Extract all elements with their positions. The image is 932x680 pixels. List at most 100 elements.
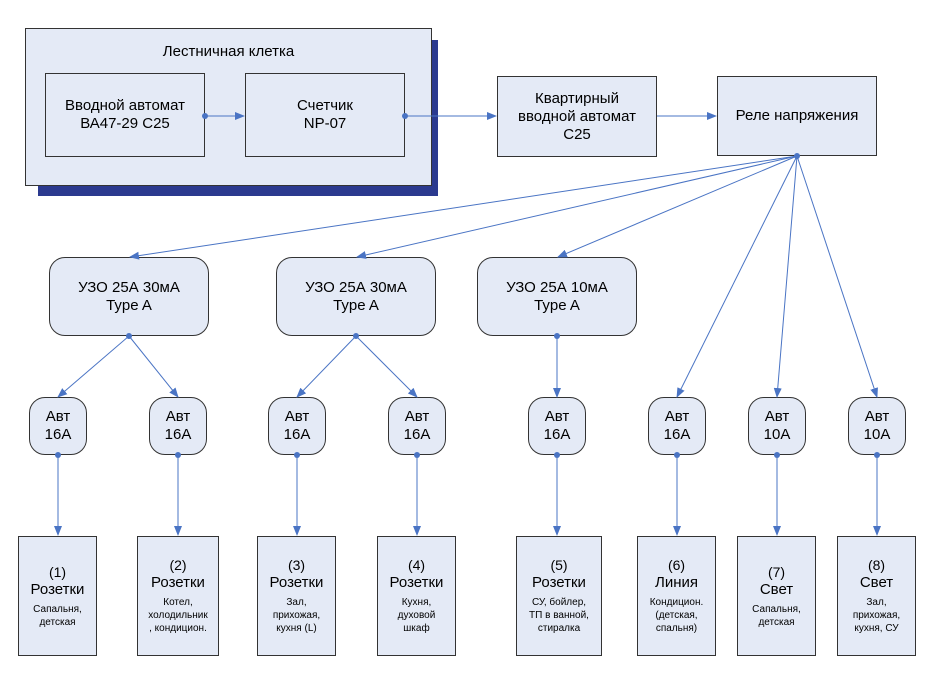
load-desc-line: спальня) <box>655 623 698 634</box>
load-desc-line: детская <box>758 616 795 628</box>
load-number: (2) <box>169 557 187 573</box>
meter-box: Счетчик NP-07 <box>245 73 405 157</box>
load-number: (8) <box>867 557 886 573</box>
rcd-line1: УЗО 25А 30мА <box>78 278 180 296</box>
connector-dot <box>202 113 208 119</box>
breaker-line1: Авт <box>45 408 71 425</box>
connector-dot <box>55 452 61 458</box>
load-desc-line: прихожая, <box>272 610 321 621</box>
load-box-3: (3) Розетки Зал, прихожая, кухня (L) <box>257 536 336 656</box>
load-desc-line: Зал, <box>866 597 887 608</box>
breaker-line2: 10А <box>763 426 791 443</box>
connector-line <box>676 155 798 398</box>
input-breaker-line2: ВА47-29 С25 <box>80 115 170 132</box>
meter-line1: Счетчик <box>297 97 353 114</box>
load-number: (1) <box>48 563 67 580</box>
load-description: Сапальня, детская <box>33 603 82 629</box>
apartment-breaker-line1: Квартирный <box>535 89 619 107</box>
connector-dot <box>774 452 780 458</box>
voltage-relay-box: Реле напряжения <box>717 76 877 156</box>
meter-line2: NP-07 <box>303 115 347 132</box>
load-title: Свет <box>859 574 894 591</box>
load-box-8: (8) Свет Зал, прихожая, кухня, СУ <box>837 536 916 656</box>
load-description: Котел, холодильник , кондицион. <box>148 596 207 635</box>
load-number: (3) <box>287 557 306 573</box>
connector-dot <box>554 452 560 458</box>
load-description: Кондицион. (детская, спальня) <box>650 596 704 635</box>
load-description: СУ, бойлер, ТП в ванной, стиралка <box>529 596 589 635</box>
load-number: (4) <box>407 557 426 573</box>
connector-dot <box>674 452 680 458</box>
connector-dot <box>414 452 420 458</box>
breaker-line1: Авт <box>664 408 690 425</box>
load-number: (6) <box>667 557 686 573</box>
connector-line <box>129 155 798 260</box>
breaker-box-1: Авт 16А <box>29 397 87 455</box>
breaker-line2: 16А <box>44 426 72 443</box>
connector-dot <box>294 452 300 458</box>
load-desc-line: холодильник <box>148 610 208 621</box>
breaker-line1: Авт <box>544 408 570 425</box>
breaker-line2: 16А <box>164 426 192 443</box>
breaker-line1: Авт <box>165 408 191 425</box>
rcd-box-1: УЗО 25А 30мА Type A <box>49 257 209 336</box>
load-box-5: (5) Розетки СУ, бойлер, ТП в ванной, сти… <box>516 536 602 656</box>
breaker-box-2: Авт 16А <box>149 397 207 455</box>
rcd-line1: УЗО 25А 30мА <box>305 278 407 296</box>
load-box-2: (2) Розетки Котел, холодильник , кондици… <box>137 536 219 656</box>
load-desc-line: стиралка <box>537 623 581 634</box>
load-desc-line: СУ, бойлер, <box>531 597 587 608</box>
load-desc-line: шкаф <box>403 623 430 634</box>
breaker-line2: 16А <box>283 426 311 443</box>
rcd-line1: УЗО 25А 10мА <box>506 278 608 296</box>
load-description: Сапальня, детская <box>752 603 801 629</box>
load-desc-line: Котел, <box>163 597 193 608</box>
load-description: Кухня, духовой шкаф <box>398 596 436 635</box>
apartment-breaker-box: Квартирный вводной автомат С25 <box>497 76 657 157</box>
apartment-breaker-line3: С25 <box>563 125 591 143</box>
breaker-line1: Авт <box>864 408 890 425</box>
load-title: Розетки <box>269 574 324 591</box>
connector-dot <box>874 452 880 458</box>
stairwell-title: Лестничная клетка <box>162 43 295 60</box>
connector-line <box>296 335 357 398</box>
connector-line <box>355 335 418 398</box>
rcd-line2: Type A <box>333 296 379 314</box>
load-desc-line: прихожая, <box>852 610 901 621</box>
load-desc-line: ТП в ванной, <box>529 610 589 621</box>
load-box-4: (4) Розетки Кухня, духовой шкаф <box>377 536 456 656</box>
connector-dot <box>353 333 359 339</box>
load-desc-line: (детская, <box>655 610 698 621</box>
load-title: Розетки <box>30 580 85 598</box>
rcd-line2: Type A <box>106 296 152 314</box>
rcd-box-2: УЗО 25А 30мА Type A <box>276 257 436 336</box>
load-desc-line: Кухня, <box>401 597 432 608</box>
connector-line <box>128 335 179 398</box>
load-title: Линия <box>654 574 698 591</box>
load-desc-line: Кондицион. <box>649 597 704 608</box>
breaker-line2: 16А <box>663 426 691 443</box>
connector-dot <box>126 333 132 339</box>
load-box-1: (1) Розетки Сапальня, детская <box>18 536 97 656</box>
load-desc-line: кухня (L) <box>276 623 317 634</box>
connector-dot <box>402 113 408 119</box>
load-description: Зал, прихожая, кухня (L) <box>273 596 320 635</box>
load-box-7: (7) Свет Сапальня, детская <box>737 536 816 656</box>
breaker-line1: Авт <box>404 408 430 425</box>
load-desc-line: , кондицион. <box>149 623 207 634</box>
breaker-line2: 10А <box>863 426 891 443</box>
load-desc-line: детская <box>39 616 76 628</box>
load-number: (7) <box>767 563 786 580</box>
voltage-relay-label: Реле напряжения <box>735 107 859 124</box>
load-title: Розетки <box>389 574 444 591</box>
rcd-box-3: УЗО 25А 10мА Type A <box>477 257 637 336</box>
breaker-box-5: Авт 16А <box>528 397 586 455</box>
connector-line <box>356 155 798 259</box>
connector-dot <box>175 452 181 458</box>
load-desc-line: Зал, <box>286 597 307 608</box>
load-desc-line: Сапальня, <box>752 603 801 615</box>
apartment-breaker-line2: вводной автомат <box>518 107 636 125</box>
input-breaker-line1: Вводной автомат <box>65 97 185 114</box>
connector-dot <box>554 333 560 339</box>
